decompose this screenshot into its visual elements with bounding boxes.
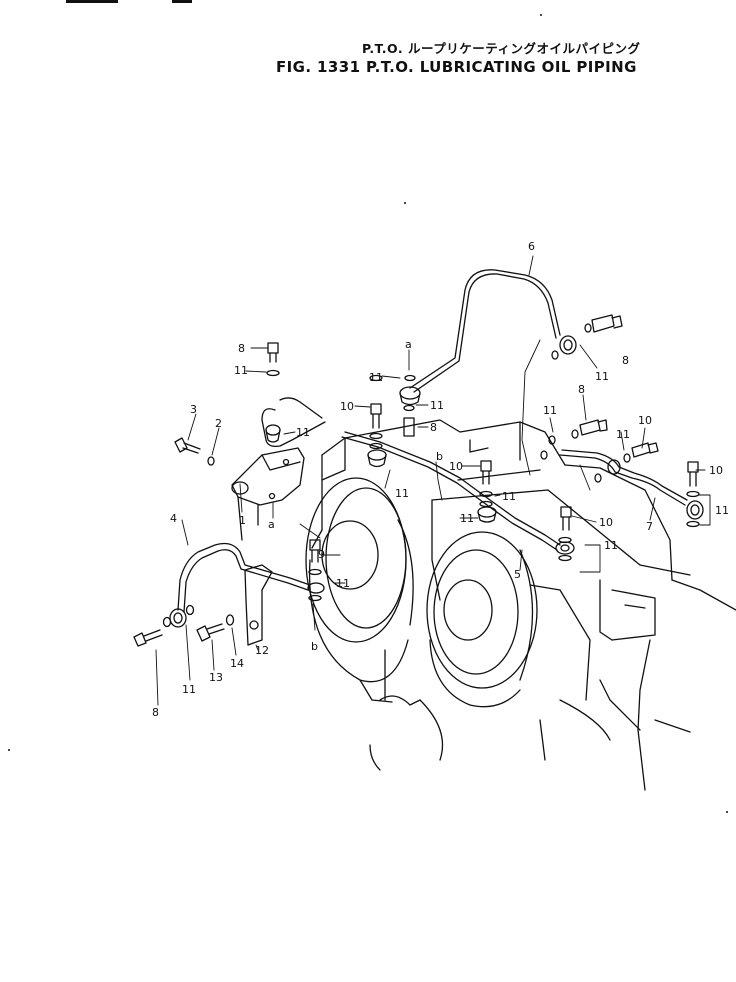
bolt-10-a (369, 403, 383, 440)
callout-a: a (405, 338, 412, 351)
bolt-10-c (560, 506, 572, 531)
callout-b: b (311, 640, 318, 653)
callout-11: 11 (616, 428, 630, 441)
clamp-12 (244, 564, 273, 646)
leader-lines (155, 255, 711, 706)
callout-10: 10 (638, 414, 652, 427)
eye-joint-b (559, 335, 577, 355)
part-callouts: 8 11 3 2 1 a 4 11 a 11 10 11 8 11 b 10 1… (152, 240, 729, 719)
bolt-3 (174, 437, 215, 466)
callout-3: 3 (190, 403, 197, 416)
eye-joint-a (399, 386, 421, 406)
callout-11: 11 (234, 364, 248, 377)
callout-11: 11 (715, 504, 729, 517)
bolt-8-left (133, 629, 163, 647)
left-gear-cover (305, 477, 414, 703)
oil-pipe-7 (559, 449, 688, 506)
callout-11: 11 (369, 371, 383, 384)
callout-11: 11 (502, 490, 516, 503)
callout-11: 11 (430, 399, 444, 412)
callout-11: 11 (595, 370, 609, 383)
callout-1: 1 (239, 514, 246, 527)
callout-13: 13 (209, 671, 223, 684)
callout-11: 11 (182, 683, 196, 696)
oil-pipe-6 (409, 269, 561, 393)
callout-8: 8 (622, 354, 629, 367)
callout-11: 11 (543, 404, 557, 417)
eye-joint-f (607, 459, 621, 475)
callout-5: 5 (514, 568, 521, 581)
bolt-13 (196, 623, 225, 642)
callout-11: 11 (395, 487, 409, 500)
right-gear-cover (426, 531, 591, 708)
callout-10: 10 (709, 464, 723, 477)
bolt-10-d (623, 442, 659, 463)
oil-pipe-4 (177, 542, 311, 613)
bolt-9 (308, 539, 322, 576)
callout-4: 4 (170, 512, 177, 525)
eye-joint-c (367, 449, 387, 468)
connector-block-1 (231, 447, 305, 541)
callout-9: 9 (318, 548, 325, 561)
callout-7: 7 (646, 520, 653, 533)
oil-pipe-5 (341, 431, 561, 551)
callout-6: 6 (528, 240, 535, 253)
callout-10: 10 (340, 400, 354, 413)
callout-b: b (436, 450, 443, 463)
callout-2: 2 (215, 417, 222, 430)
bolt-8-upper-right (584, 314, 623, 333)
callout-14: 14 (230, 657, 244, 670)
transmission-housing (305, 419, 736, 791)
callout-8: 8 (152, 706, 159, 719)
washer-14 (225, 614, 235, 626)
bolt-8-right (571, 419, 608, 439)
figure-title-japanese: P.T.O. ループリケーティングオイルパイピング (362, 41, 641, 56)
callout-8: 8 (430, 421, 437, 434)
eye-joint-e (555, 541, 575, 555)
callout-8: 8 (238, 342, 245, 355)
callout-10: 10 (449, 460, 463, 473)
callout-12: 12 (255, 644, 269, 657)
callout-a: a (268, 518, 275, 531)
callout-8: 8 (578, 383, 585, 396)
seal-rings (162, 350, 700, 628)
bolt-10-b (479, 460, 493, 498)
oil-pipe-upper-left (261, 397, 326, 448)
bolt-10-e (686, 461, 700, 498)
callout-10: 10 (599, 516, 613, 529)
callout-11: 11 (604, 539, 618, 552)
bolt-8-mid (403, 404, 415, 437)
eye-joint-j (265, 424, 281, 443)
eye-joint-g (686, 500, 704, 520)
figure-title: FIG. 1331 P.T.O. LUBRICATING OIL PIPING (276, 58, 637, 76)
speck-marks (8, 14, 728, 813)
bolt-8-top (266, 342, 280, 377)
callout-11: 11 (296, 426, 310, 439)
eye-joint-h (307, 582, 325, 594)
top-edge-mark-left (66, 0, 118, 3)
callout-11: 11 (460, 512, 474, 525)
eye-joint-i (169, 608, 187, 628)
top-edge-mark-right (172, 0, 192, 3)
callout-11: 11 (336, 577, 350, 590)
